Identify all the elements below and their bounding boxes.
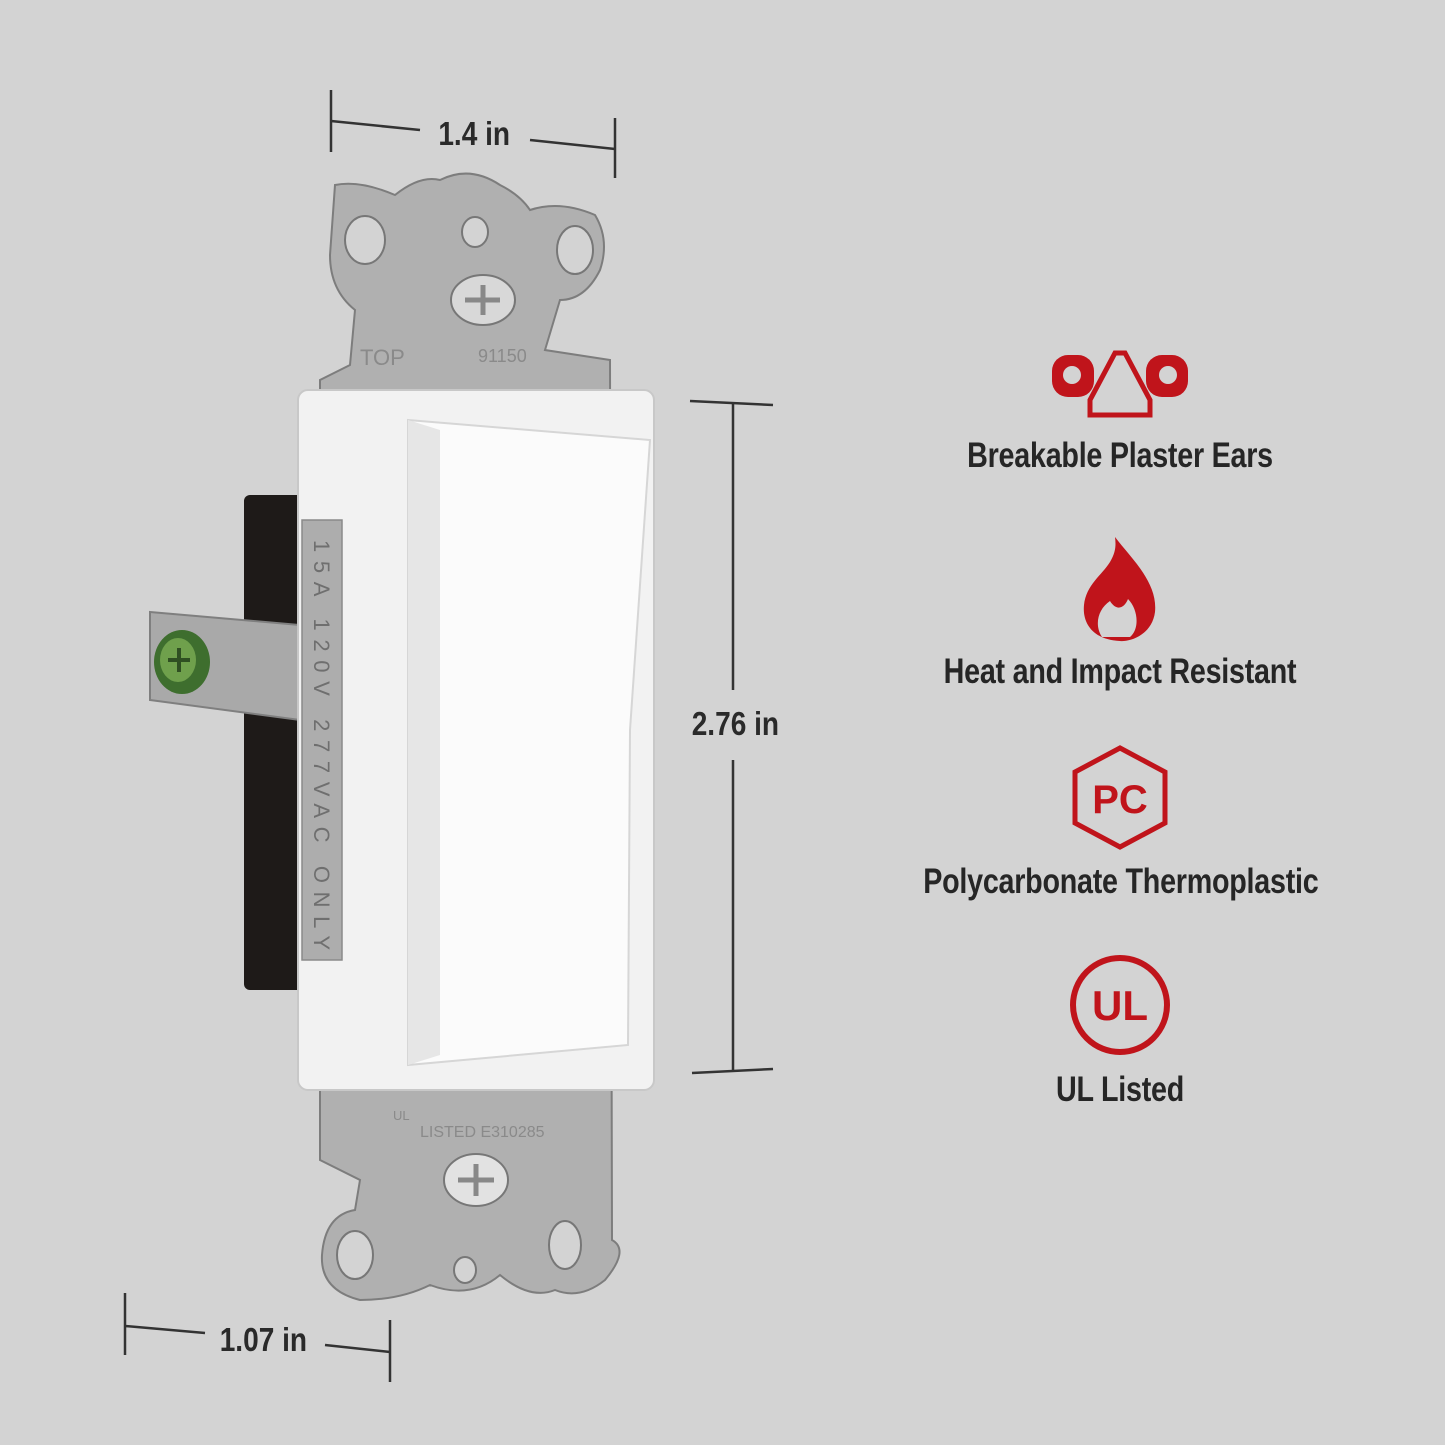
- feature-ul-listed: UL UL Listed: [880, 952, 1360, 1110]
- feature-label: UL Listed: [1055, 1070, 1185, 1109]
- depth-dimension-label: 1.07 in: [219, 1321, 308, 1358]
- ul-circle-icon: UL: [1070, 955, 1170, 1055]
- ul-icon-text: UL: [1092, 982, 1148, 1029]
- ear-hole: [336, 1230, 374, 1280]
- width-line-right: [529, 138, 616, 151]
- height-tick-top: [689, 399, 774, 407]
- switch-back-housing: [244, 495, 304, 990]
- feature-label: Polycarbonate Thermoplastic: [923, 862, 1319, 901]
- height-dimension-label: 2.76 in: [691, 705, 780, 742]
- ear-hole: [548, 1220, 582, 1270]
- strap-marking-top: TOP: [360, 345, 405, 370]
- feature-label: Heat and Impact Resistant: [943, 652, 1297, 691]
- feature-polycarbonate: PC Polycarbonate Thermoplastic: [880, 745, 1360, 902]
- strap-marking-listing: LISTED E310285: [420, 1124, 545, 1141]
- feature-heat-resistant: Heat and Impact Resistant: [880, 537, 1360, 692]
- feature-plaster-ears: Breakable Plaster Ears: [880, 345, 1360, 476]
- mounting-screw-bottom: [443, 1153, 509, 1207]
- depth-line-left: [124, 1324, 206, 1335]
- strap-marking-ul: UL: [393, 1108, 410, 1123]
- ear-hole: [556, 225, 594, 275]
- depth-line-right: [324, 1343, 391, 1354]
- ground-screw: [154, 630, 210, 694]
- ear-hole: [453, 1256, 477, 1284]
- ear-hole: [344, 215, 386, 265]
- rocker-paddle[interactable]: [407, 418, 652, 1067]
- feature-label: Breakable Plaster Ears: [967, 436, 1273, 475]
- strap-marking-rating: 15A 120V 277VAC ONLY: [309, 540, 334, 950]
- plaster-ears-icon: [1052, 350, 1188, 418]
- pc-icon-text: PC: [1092, 778, 1148, 822]
- width-dimension-label: 1.4 in: [438, 115, 511, 152]
- ear-hole: [461, 216, 489, 248]
- strap-marking-model: 91150: [478, 346, 527, 366]
- flame-icon: [1083, 537, 1156, 642]
- mounting-screw-top: [450, 274, 516, 326]
- strap-side-edge: [301, 519, 343, 961]
- pc-hexagon-icon: PC: [1072, 745, 1168, 850]
- width-line-left: [330, 119, 421, 132]
